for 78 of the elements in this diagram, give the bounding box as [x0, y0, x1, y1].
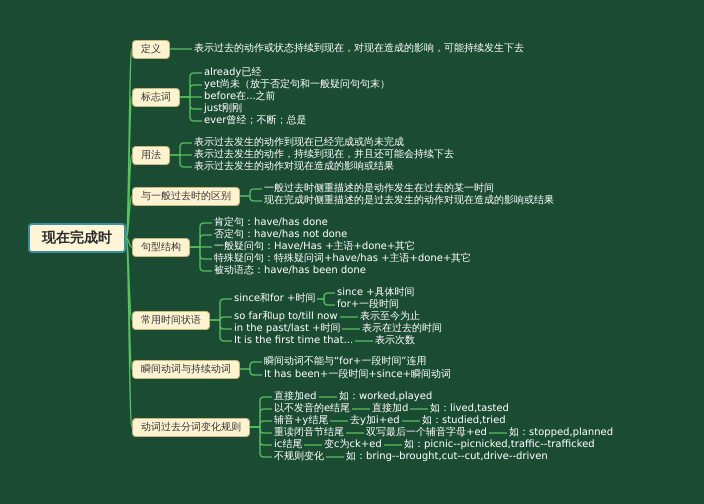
subtopic-text: 一般过去时侧重描述的是动作发生在过去的某一时间 — [262, 183, 496, 195]
subtopic-text: 表示次数 — [373, 335, 417, 347]
subtopic-text: 去y加i+ed — [348, 415, 402, 427]
connector-line — [410, 408, 428, 410]
subtopic-text: already已经 — [202, 67, 264, 79]
subtopic-text: 不规则变化 — [272, 451, 326, 463]
subtopic-text: 辅音+y结尾 — [272, 415, 330, 427]
subtopic-text: 表示过去的动作或状态持续到现在，对现在造成的影响，可能持续发生下去 — [192, 43, 526, 55]
connector-line — [326, 456, 344, 458]
connector-line — [304, 444, 322, 446]
connector-line — [170, 48, 192, 50]
subtopic-text: in the past/last +时间 — [232, 323, 342, 335]
connector-line — [210, 319, 232, 342]
subtopic-text: 直接加d — [370, 403, 410, 415]
subtopic-text: 如：stopped,planned — [507, 427, 616, 439]
connector-line — [384, 444, 402, 446]
subtopic-text: 如：picnic--picnicked,traffic--trafficked — [402, 439, 597, 451]
central-topic-box: 现在完成时 — [28, 223, 126, 253]
connector-line — [250, 426, 272, 458]
topic-box: 常用时间状语 — [132, 310, 210, 330]
connector-line — [330, 420, 348, 422]
subtopic-text: 如：bring--brought,cut--cut,drive--driven — [344, 451, 550, 463]
connector-line — [125, 196, 133, 238]
subtopic-text: 表示过去发生的动作到现在已经完成或尚未完成 — [192, 137, 406, 149]
connector-line — [352, 408, 370, 410]
subtopic-text: 重读闭音节结尾 — [272, 427, 346, 439]
connector-line — [319, 396, 337, 398]
subtopic-text: 如：lived,tasted — [428, 403, 511, 415]
topic-box: 瞬间动词与持续动词 — [132, 360, 240, 378]
subtopic-text: 表示过去发生的动作对现在造成的影响或结果 — [192, 161, 396, 173]
subtopic-text: 变c为ck+ed — [322, 439, 384, 451]
topic-box: 与一般过去时的区别 — [132, 186, 240, 206]
subtopic-text: 一般疑问句：Have/Has +主语+done+其它 — [212, 241, 418, 253]
subtopic-text: for+一段时间 — [335, 299, 402, 311]
connector-line — [240, 195, 262, 202]
topic-box: 标志词 — [132, 88, 180, 106]
subtopic-text: since +具体时间 — [335, 287, 417, 299]
subtopic-text: 如：studied,tried — [420, 415, 508, 427]
connector-line — [317, 298, 335, 306]
connector-line — [340, 316, 358, 318]
subtopic-text: so far和up to/till now — [232, 311, 340, 323]
subtopic-text: 特殊疑问句：特殊疑问词+have/has +主语+done+其它 — [212, 253, 474, 265]
topic-box: 用法 — [132, 146, 170, 164]
connector-line — [402, 420, 420, 422]
subtopic-text: 肯定句：have/has done — [212, 217, 330, 229]
subtopic-text: 表示在过去的时间 — [360, 323, 444, 335]
subtopic-text: before在...之前 — [202, 91, 278, 103]
subtopic-text: since和for +时间 — [232, 293, 318, 305]
subtopic-text: yet尚未（放于否定句和一般疑问句句末） — [202, 79, 392, 91]
connector-line — [346, 432, 364, 434]
subtopic-text: 瞬间动词不能与“for+一段时间”连用 — [262, 356, 428, 368]
topic-box: 定义 — [132, 40, 170, 58]
subtopic-text: ever曾经；不断；总是 — [202, 115, 308, 127]
subtopic-text: 直接加ed — [272, 391, 318, 403]
connector-line — [355, 340, 373, 342]
subtopic-text: 现在完成时侧重描述的是过去发生的动作对现在造成的影响或结果 — [262, 195, 556, 207]
topic-box: 动词过去分词变化规则 — [132, 418, 250, 436]
subtopic-text: 被动语态：have/has been done — [212, 265, 368, 277]
subtopic-text: 表示至今为止 — [358, 311, 422, 323]
connector-line — [240, 368, 262, 376]
connector-line — [190, 246, 212, 272]
connector-line — [180, 96, 202, 122]
connector-line — [489, 432, 507, 434]
subtopic-text: It has been+一段时间+since+瞬间动词 — [262, 369, 454, 381]
subtopic-text: 如：worked,played — [337, 391, 434, 403]
connector-line — [125, 238, 133, 370]
connector-line — [126, 237, 132, 248]
subtopic-text: 双写最后一个辅音字母+ed — [364, 427, 489, 439]
subtopic-text: 表示过去发生的动作，持续到现在，并且还可能会持续下去 — [192, 149, 456, 161]
connector-line — [170, 154, 192, 168]
connector-line — [125, 238, 133, 320]
subtopic-text: 否定句：have/has not done — [212, 229, 350, 241]
subtopic-text: It is the first time that... — [232, 335, 356, 347]
subtopic-text: 以不发音的e结尾 — [272, 403, 352, 415]
subtopic-text: ic结尾 — [272, 439, 304, 451]
topic-box: 句型结构 — [132, 238, 190, 256]
connector-line — [342, 328, 360, 330]
subtopic-text: just刚刚 — [202, 103, 244, 115]
